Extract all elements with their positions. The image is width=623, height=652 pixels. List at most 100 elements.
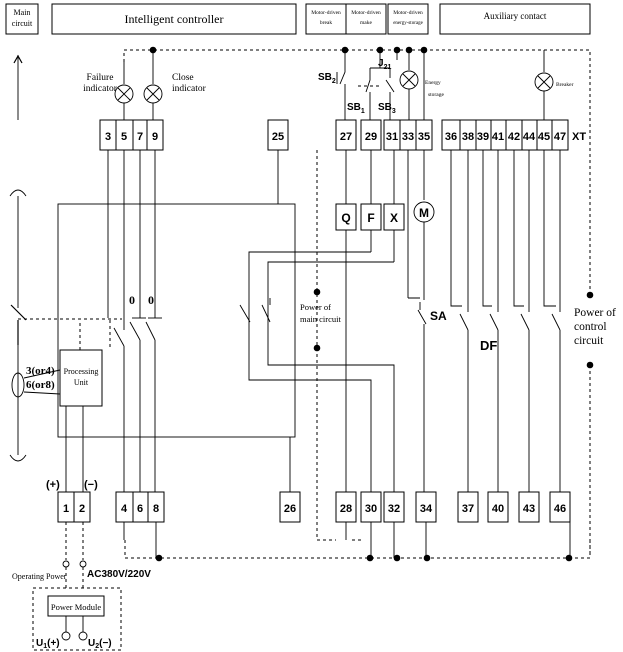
energy-storage-lamp-icon [399,70,419,90]
sb3-label: SB3 [378,102,396,115]
terminal-8-label: 8 [153,503,159,515]
ct-lead [23,391,61,395]
u1-label: U1(+) [36,638,60,650]
break-header-line1: Motor-driven [311,10,341,16]
terminal-47-label: 47 [554,131,566,143]
terminal-26 [279,491,301,523]
terminal-45-label: 45 [538,131,550,143]
df-label: DF [480,338,497,353]
energy-storage-label-line2: storage [428,92,444,98]
terminal-29-label: 29 [365,131,377,143]
close-indicator-label-line2: indicator [172,84,207,94]
close-indicator-lamp-icon [143,84,163,104]
output-terminal-icon [61,631,71,641]
q-coil-label: Q [341,211,350,225]
bottom-dashed-bus [124,540,591,559]
terminal-36-label: 36 [445,131,457,143]
output-terminal-icon [78,631,88,641]
terminal-6-label: 6 [137,503,143,515]
terminal-39-label: 39 [477,131,489,143]
switch-contact-icon [129,321,141,341]
terminal-post-icon [62,560,70,568]
failure-indicator-lamp-icon [114,84,134,104]
sa-label: SA [430,309,447,323]
terminal-2 [73,491,91,523]
power-control-label-line3: circuit [574,335,604,347]
terminal-30-label: 30 [365,503,377,515]
terminal-41-label: 41 [492,131,504,143]
energy-storage-label-line1: Energy [425,80,441,86]
break-header-box [305,3,347,35]
terminal-46 [549,491,571,523]
terminal-31-label: 31 [386,131,398,143]
ct-label-3or4: 3(or4) [26,365,55,377]
sa-switch-icon [408,297,427,492]
terminal-27-label: 27 [340,131,352,143]
auxiliary-header: Auxiliary contact [484,11,547,21]
processing-unit-line2: Unit [74,378,89,387]
main-circuit-header-line1: Main [14,8,31,17]
terminal-9-label: 9 [152,131,158,143]
cable-break-upper [9,189,27,197]
terminal-32-label: 32 [388,503,400,515]
sb1-label: SB1 [347,102,365,115]
energy-header-box [387,3,429,35]
contact-zero-label: 0 [129,293,135,307]
energy-header-line2: energy-storage [393,21,423,26]
power-module-box [47,595,105,617]
operating-power-label: Operating Power [12,572,67,581]
failure-indicator-label-line2: indicator [83,84,118,94]
terminal-35-label: 35 [418,131,430,143]
breaker-lamp-icon [534,72,554,92]
ct-label-6or8: 6(or8) [26,379,55,391]
energy-header-line1: Motor-driven [393,10,423,16]
close-indicator-label-line1: Close [172,73,194,83]
motor-label: M [419,206,429,220]
junction-dot [313,288,321,296]
terminal-4-label: 4 [121,503,128,515]
terminal-37-label: 37 [462,503,474,515]
terminal-40-label: 40 [492,503,504,515]
terminal-7-label: 7 [137,131,143,143]
arrow-up-icon [13,54,23,64]
break-header-line2: break [320,20,332,26]
main-circuit-header-box [5,3,39,35]
aux-contact-42-44 [513,150,530,492]
power-module-dashed-box [32,587,122,651]
terminal-3-label: 3 [105,131,111,143]
failure-indicator-label-line1: Failure [87,73,114,83]
power-control-label-line1: Power of [574,307,616,319]
sb1-switch-icon [365,68,371,120]
terminal-46-label: 46 [554,503,566,515]
f-coil-label: F [367,211,374,225]
terminal-37 [457,491,479,523]
main-circuit-header-line2: circuit [12,19,33,28]
breaker-label: Breaker [556,82,574,88]
controller-box [57,203,296,438]
terminal-44-label: 44 [523,131,536,143]
terminal-43 [518,491,540,523]
cable-break-lower [9,454,27,462]
terminal-42-label: 42 [508,131,520,143]
processing-link-dashed [79,320,111,350]
contact-zero-label: 0 [148,293,154,307]
aux-contact-36-38 [450,150,469,492]
j21-label: J21 [378,58,391,71]
junction-dot [155,554,163,562]
processing-unit-box [59,349,103,407]
contact-icon [239,304,251,323]
power-control-label-line2: control [574,321,607,333]
junction-dot [313,344,321,352]
minus-label: (−) [84,479,98,491]
storage-wire-route [267,261,395,492]
ac-voltage-label: AC380V/220V [87,569,151,580]
terminal-33-label: 33 [402,131,414,143]
terminal-5-label: 5 [121,131,127,143]
controller-header: Intelligent controller [125,12,224,26]
switch-contact-icon [145,321,156,341]
auxiliary-header-box [439,3,591,35]
power-module-label: Power Module [51,602,102,612]
plus-label: (+) [46,479,60,491]
